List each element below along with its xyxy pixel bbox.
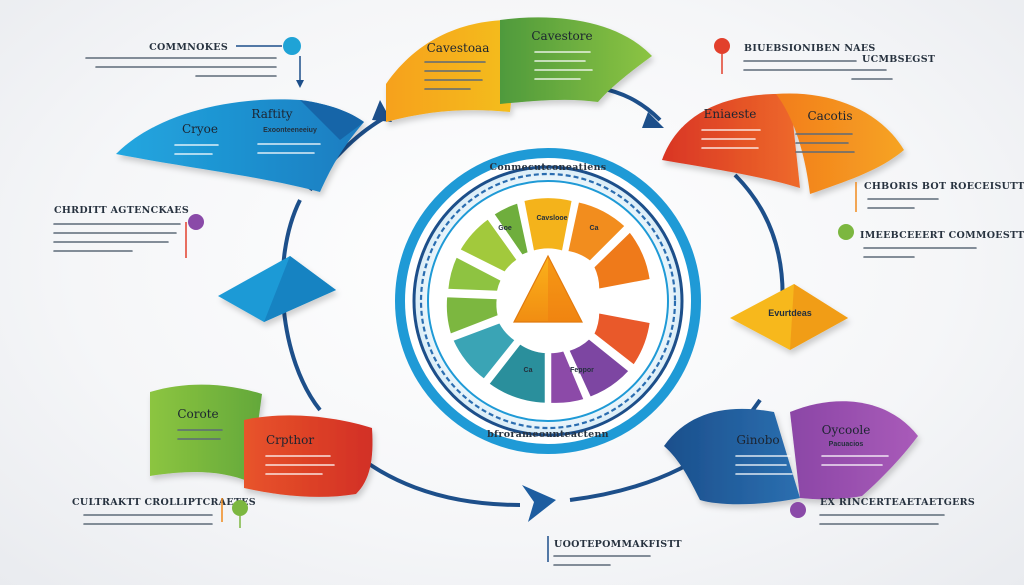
left-blue-subtitle: Exoonteeneeiuy: [263, 127, 317, 134]
ring-bottom-text: bfrorameounteactenn: [487, 429, 609, 440]
bottom-left-green-text-lines: [177, 429, 223, 440]
svg-text:CULTRAKTT CROLLIPTCRAETES: CULTRAKTT CROLLIPTCRAETES: [72, 497, 256, 508]
segment-top-right: [565, 199, 628, 264]
svg-text:CHRDITT AGTENCKAES: CHRDITT AGTENCKAES: [54, 205, 189, 216]
svg-text:UOOTEPOMMAKFISTT: UOOTEPOMMAKFISTT: [554, 539, 682, 550]
segment-bottom-left: [450, 320, 518, 382]
pin-right-mid: [838, 224, 854, 240]
left-blue-panel-group: [116, 99, 364, 322]
bottom-left-panel-group: [150, 384, 373, 497]
svg-text:COMMNOKES: COMMNOKES: [149, 42, 228, 53]
bottom-left-red-title: Crpthor: [266, 433, 314, 447]
left-blue-panel: [116, 99, 364, 192]
segment-top: [521, 195, 575, 254]
callout-bottom-left: CULTRAKTT CROLLIPTCRAETES: [72, 497, 256, 528]
left-blue-text-lines: [174, 143, 321, 155]
segment-label-left: Goe: [498, 225, 512, 232]
callout-bottom-right: EX RINCERTEAETAETGERS: [790, 497, 975, 525]
right-red-title: Eniaeste: [704, 107, 757, 121]
segment-label-top: Cavslooe: [536, 215, 567, 222]
top-orange-title: Cavestoaa: [427, 41, 490, 55]
bottom-right-panel-group: [664, 401, 918, 505]
callout-top-right: BIUEBSIONIBEN NAES UCMBSEGST: [714, 38, 935, 80]
svg-text:IMEEBCEEERT COMMOESTTE: IMEEBCEEERT COMMOESTTE: [860, 230, 1024, 241]
bottom-right-purple-title: Oycoole: [822, 423, 871, 437]
svg-text:CHBORIS BOT ROECEISUTT: CHBORIS BOT ROECEISUTT: [864, 181, 1024, 192]
top-green-title: Cavestore: [531, 29, 592, 43]
segment-right-lower: [591, 310, 653, 368]
top-panel-group: [386, 17, 652, 122]
bottom-left-green-panel: [150, 384, 262, 482]
top-green-text-lines: [534, 51, 593, 80]
bottom-right-blue-title: Ginobo: [736, 433, 779, 447]
left-blue-name: Cryoe: [182, 122, 218, 136]
arrow-head-top-right: [642, 112, 664, 128]
callout-bottom-center: UOOTEPOMMAKFISTT: [547, 536, 682, 566]
pin-bottom-left: [232, 500, 248, 516]
svg-text:BIUEBSIONIBEN NAES: BIUEBSIONIBEN NAES: [744, 43, 876, 54]
pin-top-left: [283, 37, 301, 55]
callout-left-mid: CHRDITT AGTENCKAES: [53, 205, 204, 258]
segment-right-upper: [591, 229, 653, 292]
segment-bottom-right2: [548, 348, 587, 406]
bottom-right-purple-sub: Pacuacios: [829, 441, 864, 448]
center-triangle-icon: [513, 254, 583, 323]
segment-left: [445, 254, 504, 294]
svg-text:EX RINCERTEAETAETGERS: EX RINCERTEAETAETGERS: [820, 497, 975, 508]
segment-label-right: Ca: [590, 225, 599, 232]
segment-bottom-right: [566, 336, 632, 400]
bottom-right-blue-text-lines: [735, 455, 793, 475]
pin-top-right: [714, 38, 730, 54]
segment-left-upper: [457, 216, 520, 275]
pin-bottom-right: [790, 502, 806, 518]
bottom-left-green-title: Corote: [177, 407, 218, 421]
bottom-left-red-text-lines: [265, 455, 335, 475]
segment-top-left: [491, 200, 531, 258]
ring-top-text: Conmecutconeatiens: [490, 162, 607, 173]
segment-bottom: [486, 341, 548, 406]
arrow-head-bottom: [522, 485, 556, 522]
right-red-text-lines: [701, 129, 761, 149]
top-orange-text-lines: [424, 61, 486, 90]
right-red-panel: [662, 93, 800, 188]
segment-label-bottom: Ca: [524, 367, 533, 374]
right-orange-title: Cacotis: [807, 109, 852, 123]
bottom-right-purple-text-lines: [821, 455, 889, 466]
right-orange-text-lines: [795, 133, 855, 153]
callout-right-mid: CHBORIS BOT ROECEISUTT IMEEBCEEERT COMMO…: [838, 181, 1024, 258]
svg-text:UCMBSEGST: UCMBSEGST: [862, 54, 935, 65]
bottom-right-purple-panel: [790, 401, 918, 500]
segment-label-bottom-right: Feppor: [570, 367, 594, 374]
left-blue-title: Raftity: [251, 107, 292, 121]
left-blue-panel-fold: [300, 100, 364, 140]
segment-left-lower: [444, 294, 501, 337]
pin-left-mid: [188, 214, 204, 230]
diamond-right-label: Evurtdeas: [768, 308, 812, 318]
bottom-right-blue-panel: [664, 408, 800, 505]
callout-top-left: COMMNOKES: [85, 37, 304, 88]
wheel-segments: [444, 195, 653, 406]
